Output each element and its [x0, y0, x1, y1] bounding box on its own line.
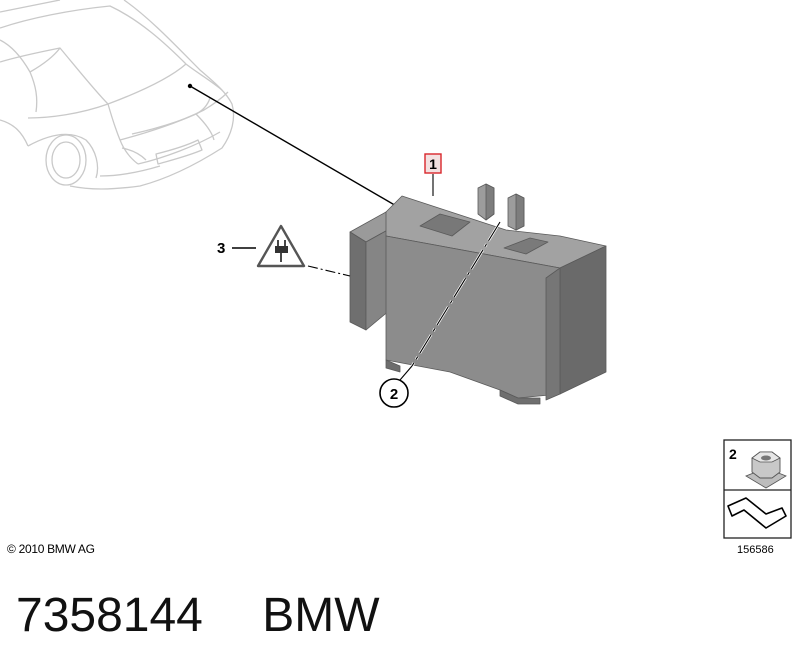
legend-panel: 2 — [723, 439, 792, 539]
footer-bar: 7358144 BMW — [16, 588, 380, 643]
flange-nut-icon — [745, 451, 787, 489]
image-number: 156586 — [737, 544, 774, 556]
part-number: 7358144 — [16, 589, 203, 642]
leader-line-3 — [307, 265, 351, 277]
leader-line-car — [189, 85, 399, 208]
brand-name: BMW — [262, 589, 380, 642]
copyright-notice: © 2010 BMW AG — [7, 542, 95, 556]
callout-3[interactable]: 3 — [217, 240, 256, 257]
callout-2[interactable]: 2 — [379, 378, 409, 408]
svg-text:3: 3 — [217, 240, 225, 257]
control-unit-component — [349, 183, 607, 405]
legend-item-label: 2 — [729, 446, 737, 462]
leader-line-2 — [399, 365, 413, 381]
electrical-plug-warning-icon — [256, 224, 306, 268]
callout-1[interactable]: 1 — [424, 153, 442, 174]
vehicle-outline — [0, 0, 235, 190]
svg-text:1: 1 — [429, 156, 437, 172]
svg-text:2: 2 — [390, 386, 398, 403]
section-dashed-line — [411, 221, 501, 367]
mounting-bracket-icon — [727, 497, 787, 529]
